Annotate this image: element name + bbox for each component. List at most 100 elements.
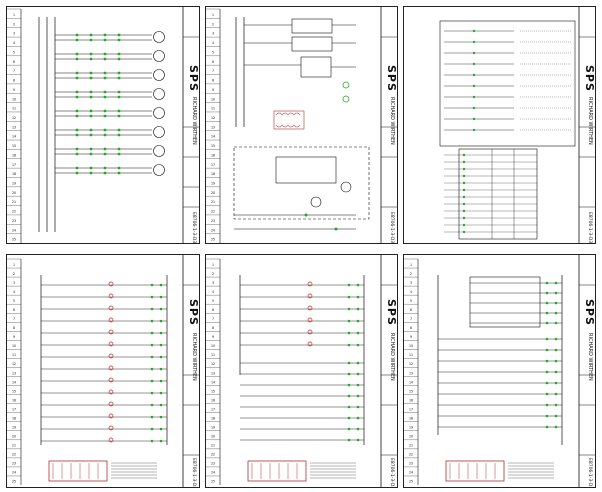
tb-owner-6: RICHARD WIRTHEN	[587, 333, 593, 381]
sheet-3-drawing	[439, 7, 595, 243]
row-number: 11	[12, 107, 16, 111]
row-number: 16	[12, 398, 16, 402]
row-number: 20	[409, 435, 413, 439]
row-number: 6	[13, 308, 15, 312]
row-number: 17	[409, 407, 413, 411]
row-number: 7	[212, 317, 214, 321]
row-number: 10	[211, 97, 215, 101]
row-number: 14	[211, 135, 215, 139]
tb-brand-4: SPS	[187, 299, 200, 326]
row-number: 2	[212, 22, 214, 26]
row-number: 23	[211, 462, 215, 466]
row-number: 4	[212, 41, 214, 45]
row-number: 24	[211, 228, 215, 232]
row-number: 21	[12, 200, 16, 204]
tb-owner-1: RICHARD WIRTHEN	[191, 97, 197, 145]
row-number: 16	[12, 153, 16, 157]
row-number: 21	[409, 444, 413, 448]
row-number: 12	[12, 362, 16, 366]
row-number: 12	[12, 116, 16, 120]
row-number: 14	[211, 380, 215, 384]
row-number: 23	[12, 462, 16, 466]
row-number: 7	[212, 69, 214, 73]
tb-owner-5: RICHARD WIRTHEN	[389, 333, 395, 381]
row-number: 20	[12, 435, 16, 439]
tb-drawing-no-6: E8706-1-3-D3	[587, 458, 592, 488]
row-number: 18	[409, 416, 413, 420]
row-number: 13	[211, 371, 215, 375]
row-number: 2	[410, 272, 412, 276]
row-number: 12	[211, 362, 215, 366]
row-number: 25	[211, 480, 215, 484]
row-number: 17	[211, 407, 215, 411]
tb-brand-3: SPS	[583, 65, 596, 92]
row-number: 8	[212, 79, 214, 83]
row-number: 18	[12, 416, 16, 420]
row-number: 3	[13, 32, 15, 36]
row-number: 10	[211, 344, 215, 348]
row-number: 24	[409, 471, 413, 475]
tb-drawing-no-2: E8706-1-3-D3	[389, 212, 394, 244]
row-number: 17	[211, 163, 215, 167]
row-number: 5	[13, 299, 15, 303]
row-number: 14	[409, 380, 413, 384]
row-number: 10	[12, 344, 16, 348]
sheet-4-drawing: 1234567891011121314151617181920212223242…	[7, 255, 199, 487]
row-number: 11	[12, 353, 16, 357]
row-number: 5	[212, 299, 214, 303]
row-number: 25	[12, 238, 16, 242]
row-number: 9	[13, 335, 15, 339]
row-number: 18	[211, 416, 215, 420]
row-number: 24	[12, 471, 16, 475]
row-number: 13	[12, 125, 16, 129]
row-number: 1	[410, 263, 412, 267]
tb-drawing-no-5: E8706-1-3-D3	[389, 458, 394, 488]
row-number: 19	[12, 182, 16, 186]
row-number: 7	[410, 317, 412, 321]
sheet-5-drawing: 1234567891011121314151617181920212223242…	[206, 255, 397, 487]
row-number: 11	[211, 353, 215, 357]
row-number: 22	[12, 453, 16, 457]
tb-drawing-no-3: E8706-1-3-D3	[587, 212, 592, 244]
row-number: 6	[212, 60, 214, 64]
tb-brand-1: SPS	[187, 65, 200, 92]
row-number: 22	[211, 210, 215, 214]
row-number: 9	[13, 88, 15, 92]
row-number: 4	[410, 290, 412, 294]
row-number: 19	[211, 426, 215, 430]
row-number: 15	[211, 144, 215, 148]
row-number: 16	[211, 398, 215, 402]
row-number: 12	[409, 362, 413, 366]
row-number: 10	[12, 97, 16, 101]
row-number: 2	[13, 272, 15, 276]
row-number: 11	[409, 353, 413, 357]
row-number: 22	[211, 453, 215, 457]
row-number: 3	[13, 281, 15, 285]
row-number: 23	[12, 219, 16, 223]
row-number: 18	[12, 172, 16, 176]
row-number: 12	[211, 116, 215, 120]
row-number: 9	[212, 88, 214, 92]
schematic-sheet-3: SPS RICHARD WIRTHEN E8706-1-3-D3	[403, 6, 596, 244]
row-number: 2	[212, 272, 214, 276]
row-number: 25	[211, 238, 215, 242]
row-number: 1	[212, 263, 214, 267]
row-number: 5	[410, 299, 412, 303]
row-number: 5	[13, 50, 15, 54]
row-number: 3	[410, 281, 412, 285]
row-number: 21	[211, 200, 215, 204]
row-number: 4	[212, 290, 214, 294]
row-number: 7	[13, 69, 15, 73]
row-number: 13	[409, 371, 413, 375]
tb-brand-5: SPS	[385, 299, 398, 326]
tb-drawing-no-4: E8706-1-3-D3	[191, 458, 196, 488]
row-number: 13	[211, 125, 215, 129]
row-number: 14	[12, 135, 16, 139]
row-number: 22	[12, 210, 16, 214]
row-number: 21	[12, 444, 16, 448]
row-number: 19	[211, 182, 215, 186]
row-number: 15	[12, 389, 16, 393]
row-number: 7	[13, 317, 15, 321]
